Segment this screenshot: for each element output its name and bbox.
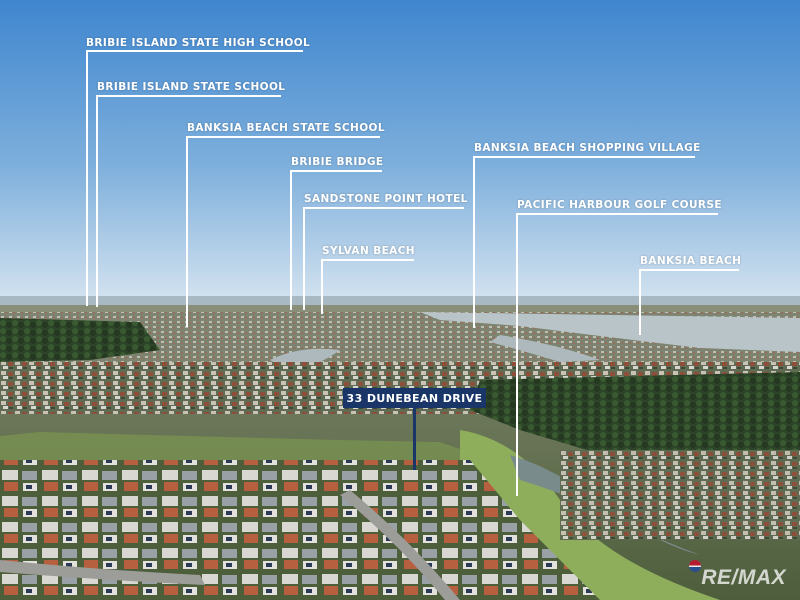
poi-leader-line	[290, 170, 292, 310]
poi-label: BRIBIE BRIDGE	[291, 156, 384, 168]
poi-leader-line	[473, 156, 475, 328]
poi-underline	[516, 213, 718, 215]
poi-underline	[186, 136, 380, 138]
poi-label: BRIBIE ISLAND STATE HIGH SCHOOL	[86, 37, 311, 49]
poi-leader-line	[186, 136, 188, 327]
brand-watermark: RE/MAX	[701, 566, 786, 589]
poi-label: BANKSIA BEACH	[640, 255, 742, 267]
poi-label: PACIFIC HARBOUR GOLF COURSE	[517, 199, 722, 211]
poi-underline	[86, 50, 303, 52]
poi-label: SYLVAN BEACH	[322, 245, 415, 257]
poi-underline	[290, 170, 382, 172]
poi-underline	[639, 269, 739, 271]
property-address-label: 33 DUNEBEAN DRIVE	[343, 388, 486, 408]
property-marker-pin	[413, 408, 416, 470]
poi-leader-line	[303, 207, 305, 310]
poi-leader-line	[96, 95, 98, 307]
poi-underline	[473, 156, 695, 158]
poi-label: BANKSIA BEACH SHOPPING VILLAGE	[474, 142, 701, 154]
poi-leader-line	[86, 50, 88, 306]
poi-label: SANDSTONE POINT HOTEL	[304, 193, 468, 205]
poi-underline	[321, 259, 414, 261]
poi-leader-line	[321, 259, 323, 314]
poi-label: BANKSIA BEACH STATE SCHOOL	[187, 122, 385, 134]
poi-leader-line	[639, 269, 641, 335]
poi-underline	[303, 207, 464, 209]
poi-label: BRIBIE ISLAND STATE SCHOOL	[97, 81, 286, 93]
poi-leader-line	[516, 213, 518, 496]
poi-underline	[96, 95, 281, 97]
balloon-logo-icon	[689, 560, 701, 572]
